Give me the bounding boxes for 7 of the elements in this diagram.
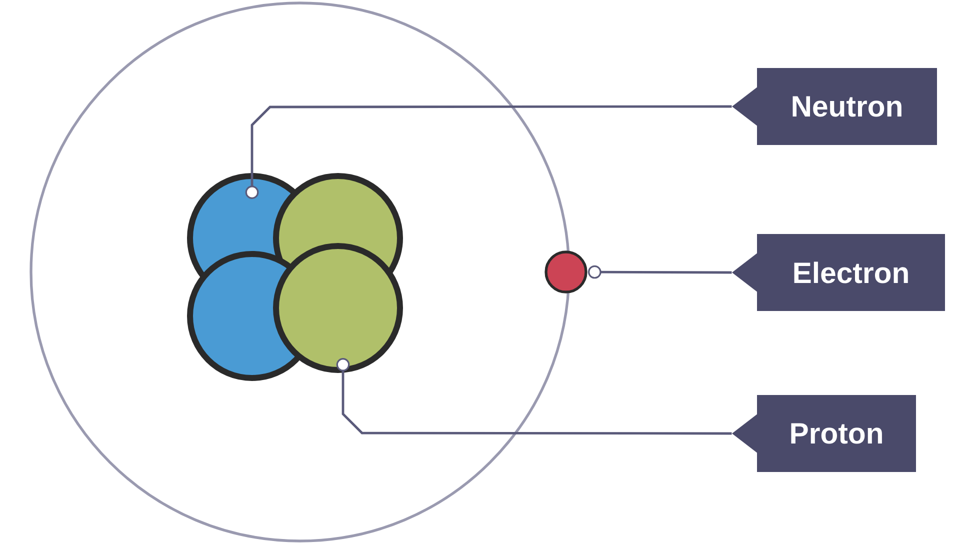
electron-circle: [544, 250, 588, 294]
leader-line: [245, 105, 732, 199]
label-tag: Proton: [732, 395, 916, 472]
leader-line: [336, 358, 732, 435]
label-tag: Neutron: [732, 68, 937, 145]
leader-line: [588, 265, 732, 279]
label-tag: Electron: [732, 234, 945, 311]
